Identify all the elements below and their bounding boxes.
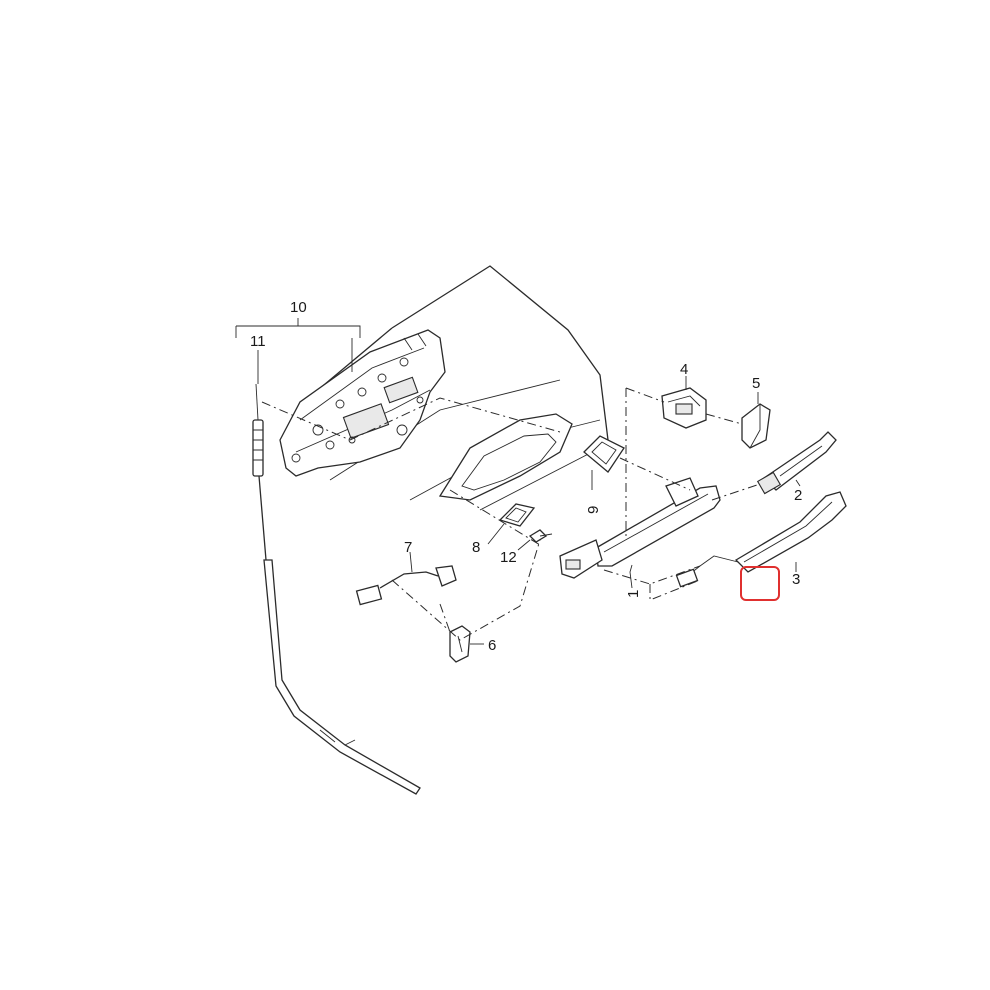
highlight-box	[740, 566, 780, 601]
callout-10: 10	[290, 299, 307, 316]
wiring-harness	[355, 565, 457, 606]
callout-8: 8	[472, 539, 480, 556]
cap	[741, 403, 771, 449]
lock-housing	[661, 387, 707, 429]
handle-recess-frame	[438, 413, 573, 501]
bowden-cable	[252, 383, 421, 795]
callout-1: 1	[625, 590, 642, 598]
door-handle	[559, 477, 721, 579]
gasket	[583, 435, 625, 473]
screw	[528, 529, 553, 543]
callout-2: 2	[794, 487, 802, 504]
handle-carrier-bracket	[279, 329, 446, 477]
callout-4: 4	[680, 361, 688, 378]
handle-cover	[675, 491, 847, 588]
callout-6: 6	[488, 637, 496, 654]
clip	[449, 625, 471, 663]
callout-9: 9	[585, 506, 602, 514]
handle-seal	[756, 431, 837, 495]
callout-7: 7	[404, 539, 412, 556]
small-gasket	[498, 503, 536, 527]
alignment-lines	[261, 387, 761, 641]
callout-12: 12	[500, 549, 517, 566]
callout-5: 5	[752, 375, 760, 392]
callout-3: 3	[792, 571, 800, 588]
leader-lines	[235, 318, 801, 645]
callout-11: 11	[250, 333, 266, 350]
